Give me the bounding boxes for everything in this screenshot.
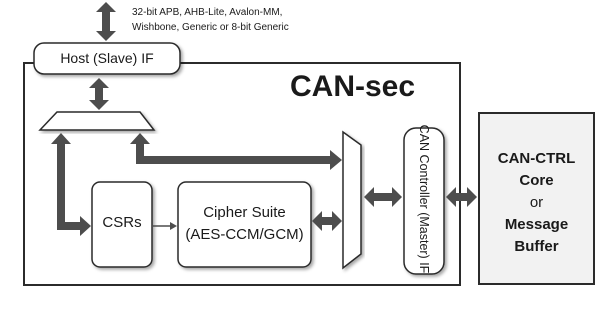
host-to-mux-arrow (89, 78, 109, 110)
cipher-suite-box (177, 181, 312, 268)
can-controller-if-label: CAN Controller (Master) IF (417, 124, 431, 274)
can-sec-title: CAN-sec (290, 70, 416, 103)
top-mux (38, 111, 156, 131)
can-if-to-ctrl-arrow (446, 187, 477, 207)
mux-to-csrs-arrow (51, 133, 91, 236)
can-ctrl-line4: Message (504, 216, 569, 233)
can-ctrl-line1: CAN-CTRL (497, 150, 576, 167)
can-controller-if-box (403, 127, 445, 275)
csrs-box (91, 181, 153, 268)
can-ctrl-line2: Core (519, 172, 554, 189)
mux-to-can-if-arrow (364, 187, 402, 207)
cipher-suite-line2: (AES-CCM/GCM) (185, 226, 304, 243)
host-if-box (33, 42, 181, 75)
external-bus-arrow (96, 2, 116, 41)
can-ctrl-line3: or (529, 194, 544, 211)
right-mux (342, 130, 362, 270)
can-ctrl-line5: Buffer (514, 238, 559, 255)
csrs-to-cipher-arrowhead (170, 222, 177, 230)
interface-note-line2: Wishbone, Generic or 8-bit Generic (132, 22, 289, 33)
cipher-to-mux-arrow (312, 211, 342, 231)
interface-note-line1: 32-bit APB, AHB-Lite, Avalon-MM, (132, 7, 283, 18)
mux-to-right-mux-arrow (130, 133, 342, 170)
cipher-suite-line1: Cipher Suite (203, 204, 286, 221)
can-ctrl-block (478, 112, 595, 285)
csrs-label: CSRs (102, 214, 142, 231)
host-if-label: Host (Slave) IF (60, 50, 154, 66)
